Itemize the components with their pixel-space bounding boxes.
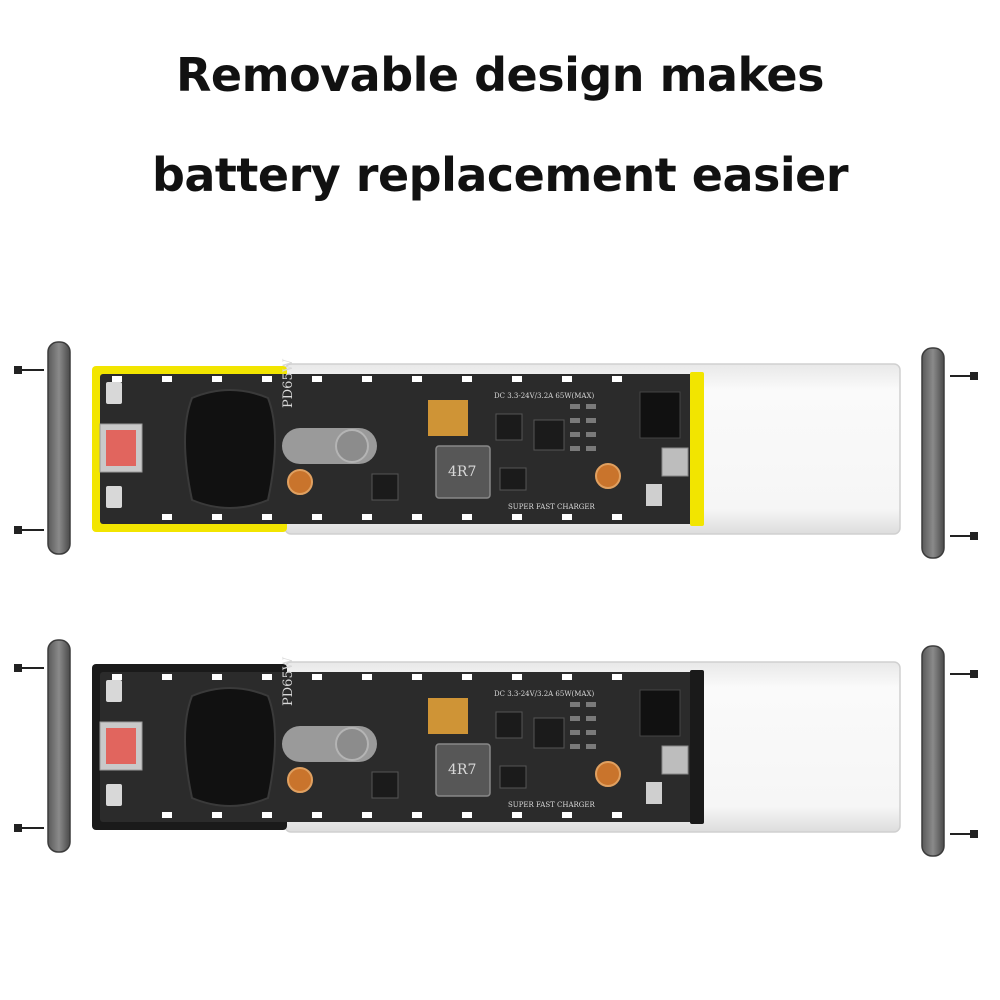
left-end-cap bbox=[13, 341, 71, 555]
pcb-model-label: PD65W bbox=[281, 358, 296, 408]
power-bank-body bbox=[91, 661, 901, 833]
left-end-cap bbox=[13, 639, 71, 853]
pcb-charger-label: SUPER FAST CHARGER bbox=[508, 801, 595, 809]
power-bank-black: PD65W 4R7 DC 3.3-24V/3.2A 65W(MAX) SUPER… bbox=[13, 639, 979, 857]
headline-line-2: battery replacement easier bbox=[151, 148, 849, 202]
inductor-label: 4R7 bbox=[448, 464, 476, 480]
pcb-model-label: PD65W bbox=[281, 656, 296, 706]
pcb-spec-label: DC 3.3-24V/3.2A 65W(MAX) bbox=[494, 392, 594, 400]
power-bank-yellow: PD65W 4R7 DC 3.3-24V/3.2A 65W(MAX) SUPER… bbox=[13, 341, 979, 559]
headline-line-1: Removable design makes bbox=[176, 48, 824, 102]
right-end-cap bbox=[921, 347, 979, 559]
power-bank-body bbox=[91, 363, 901, 535]
right-end-cap bbox=[921, 645, 979, 857]
inductor-label: 4R7 bbox=[448, 762, 476, 778]
pcb-charger-label: SUPER FAST CHARGER bbox=[508, 503, 595, 511]
pcb-spec-label: DC 3.3-24V/3.2A 65W(MAX) bbox=[494, 690, 594, 698]
